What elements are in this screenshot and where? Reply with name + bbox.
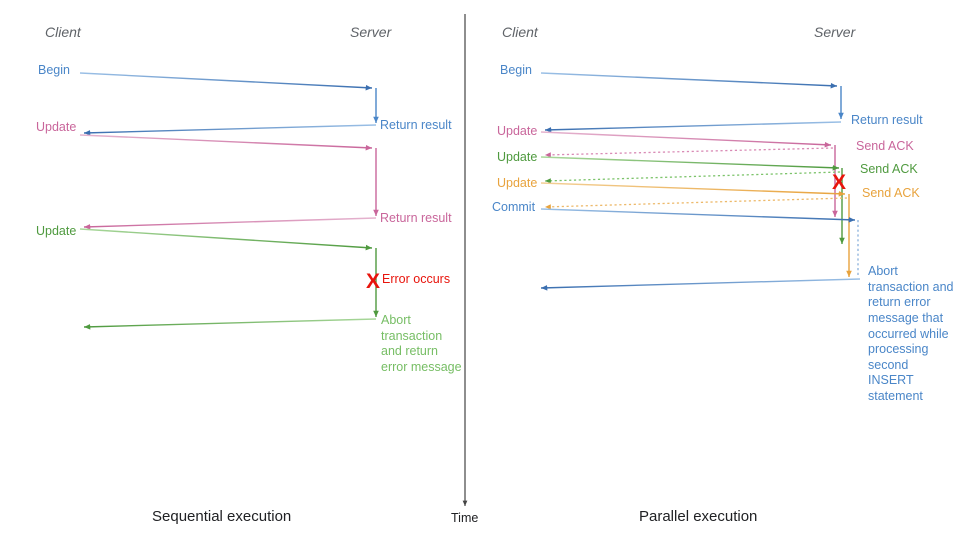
arrow-return-result-2 (83, 217, 377, 230)
left-msg-error-occurs: Error occurs (382, 272, 451, 286)
arrow-ack-2 (544, 171, 841, 184)
right-msg-update-1: Update (497, 124, 538, 138)
right-msg-return-result: Return result (851, 113, 923, 127)
left-msg-update-2: Update (36, 224, 77, 238)
left-panel-arrows (79, 72, 379, 330)
right-lane-title-client: Client (502, 24, 538, 40)
left-msg-return-result-1: Return result (380, 118, 452, 132)
arrow-update-2 (79, 228, 373, 251)
arrow-return-result-1 (83, 124, 377, 136)
right-lane-title-server: Server (814, 24, 856, 40)
arrow-abort-left (83, 318, 377, 330)
right-msg-abort: Abort transaction and return error messa… (868, 264, 954, 403)
arrow-commit (540, 208, 856, 223)
right-msg-commit: Commit (492, 200, 536, 214)
right-panel-caption: Parallel execution (639, 508, 758, 525)
right-msg-begin: Begin (500, 63, 532, 77)
arrow-return-result-r (544, 121, 842, 133)
time-axis-label: Time (451, 511, 479, 525)
right-msg-update-2: Update (497, 150, 538, 164)
left-lane-title-server: Server (350, 24, 392, 40)
left-msg-begin: Begin (38, 63, 70, 77)
right-msg-send-ack-2: Send ACK (860, 162, 918, 176)
arrow-update-3-r (540, 182, 846, 197)
arrow-begin-r (540, 72, 838, 89)
left-msg-return-result-2: Return result (380, 211, 452, 225)
right-msg-update-3: Update (497, 176, 538, 190)
left-panel-caption: Sequential execution (152, 508, 292, 525)
arrow-ack-3 (544, 197, 848, 210)
arrow-abort-right (540, 278, 861, 291)
arrow-ack-1 (544, 147, 834, 158)
arrow-update-1 (79, 134, 373, 151)
error-x-icon-right: X (832, 171, 847, 194)
right-msg-send-ack-1: Send ACK (856, 139, 914, 153)
right-msg-send-ack-3: Send ACK (862, 186, 920, 200)
left-msg-update-1: Update (36, 120, 77, 134)
arrow-update-2-r (540, 156, 840, 171)
error-x-icon-left: X (366, 270, 381, 293)
arrow-update-1-r (540, 131, 832, 148)
right-panel-arrows (540, 72, 861, 291)
arrow-begin (79, 72, 373, 91)
left-lane-title-client: Client (45, 24, 81, 40)
left-msg-abort: Abort transaction and return error messa… (381, 313, 462, 374)
